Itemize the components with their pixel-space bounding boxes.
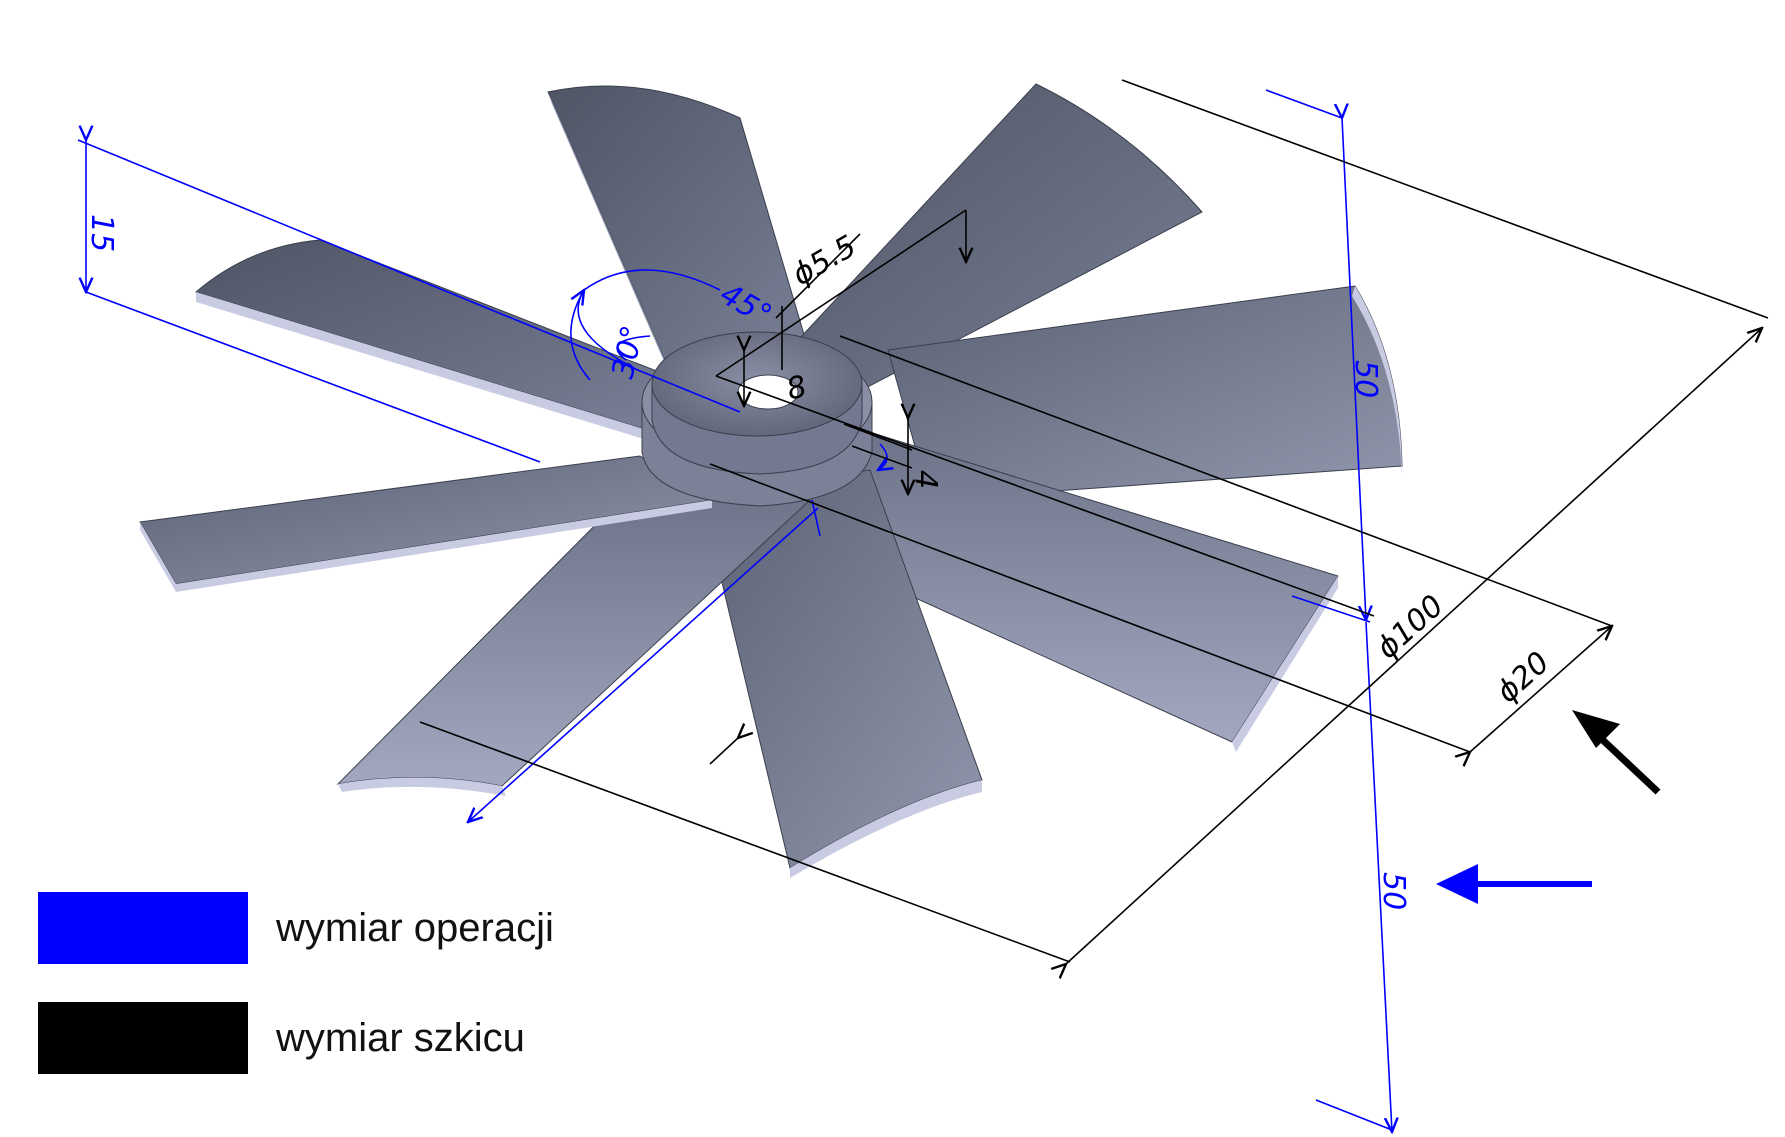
dim-lower-offset: 50 (1376, 872, 1411, 910)
legend-item-sketch: wymiar szkicu (38, 1002, 525, 1074)
blade-top (547, 85, 809, 382)
legend-label-operation: wymiar operacji (276, 905, 554, 950)
legend-item-operation: wymiar operacji (38, 892, 554, 964)
blade-lower-left (336, 479, 812, 796)
dim-hub-diameter: ϕ20 (1490, 645, 1556, 710)
dim-blade-width: 15 (84, 214, 119, 252)
dim-outer-diameter: ϕ100 (1370, 588, 1451, 666)
arrow-left-icon (1436, 864, 1592, 904)
blade-upper-right (799, 83, 1203, 393)
blade-bottom (699, 469, 983, 878)
hub (641, 331, 873, 507)
blade-left (139, 455, 714, 592)
sketch-dimensions (419, 79, 1769, 964)
legend-swatch-operation (38, 892, 248, 964)
dim-hub-step: 4 (908, 470, 943, 489)
legend-label-sketch: wymiar szkicu (276, 1015, 525, 1060)
legend-swatch-sketch (38, 1002, 248, 1074)
dim-upper-offset: 50 (1348, 360, 1383, 398)
arrow-up-left-icon (1572, 710, 1661, 795)
